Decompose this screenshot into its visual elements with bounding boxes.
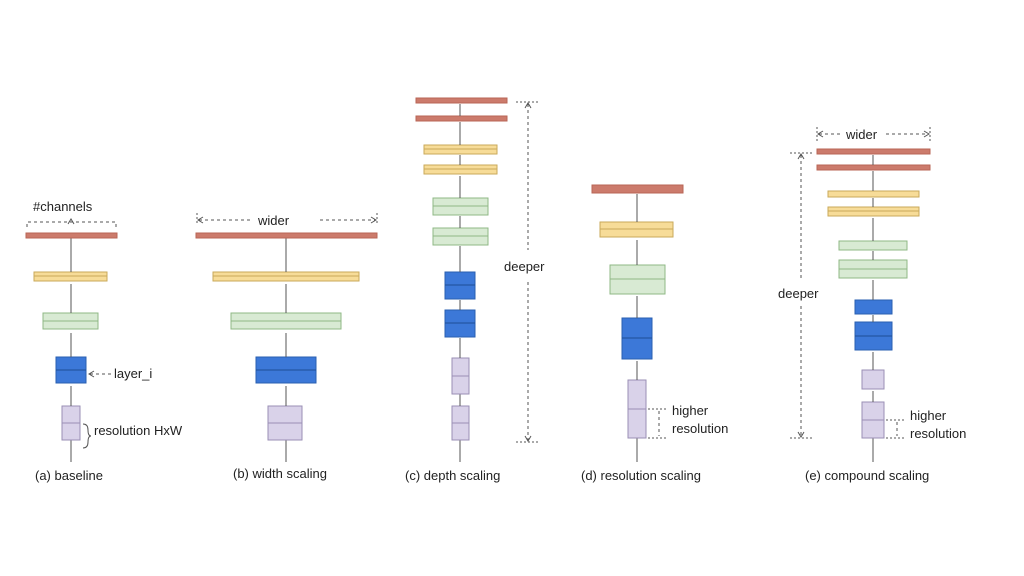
deeper-label: deeper (778, 286, 819, 301)
top-layer (25, 232, 118, 239)
top-layer (591, 184, 684, 194)
deeper-label: deeper (504, 259, 545, 274)
panel-compound-scaling: wider deeper higher resolution (e) compo… (778, 127, 966, 483)
blue-layer (854, 299, 893, 315)
channels-label: #channels (33, 199, 93, 214)
resolution-label: resolution (910, 426, 966, 441)
caption-depth-scaling: (c) depth scaling (405, 468, 500, 483)
panel-baseline: #channels layer_i resolution HxW (a) bas… (25, 199, 183, 483)
green-layer (838, 240, 908, 251)
top-layer (415, 115, 508, 122)
caption-resolution-scaling: (d) resolution scaling (581, 468, 701, 483)
top-layer (816, 148, 931, 155)
channels-bracket (26, 221, 117, 227)
input-layer (861, 369, 885, 390)
caption-baseline: (a) baseline (35, 468, 103, 483)
layer-label: layer_i (114, 366, 152, 381)
higher-label: higher (672, 403, 709, 418)
wider-label: wider (257, 213, 290, 228)
top-layer (415, 97, 508, 104)
yellow-layer (827, 190, 920, 198)
resolution-label: resolution (672, 421, 728, 436)
wider-label: wider (845, 127, 878, 142)
higher-label: higher (910, 408, 947, 423)
top-layer (816, 164, 931, 171)
resolution-label: resolution HxW (94, 423, 183, 438)
panel-resolution-scaling: higher resolution (d) resolution scaling (581, 184, 728, 483)
panel-depth-scaling: deeper (c) depth scaling (405, 97, 545, 483)
caption-width-scaling: (b) width scaling (233, 466, 327, 481)
resolution-brace (82, 423, 92, 449)
caption-compound-scaling: (e) compound scaling (805, 468, 929, 483)
top-layer (195, 232, 378, 239)
panel-width-scaling: wider (b) width scaling (195, 213, 378, 481)
